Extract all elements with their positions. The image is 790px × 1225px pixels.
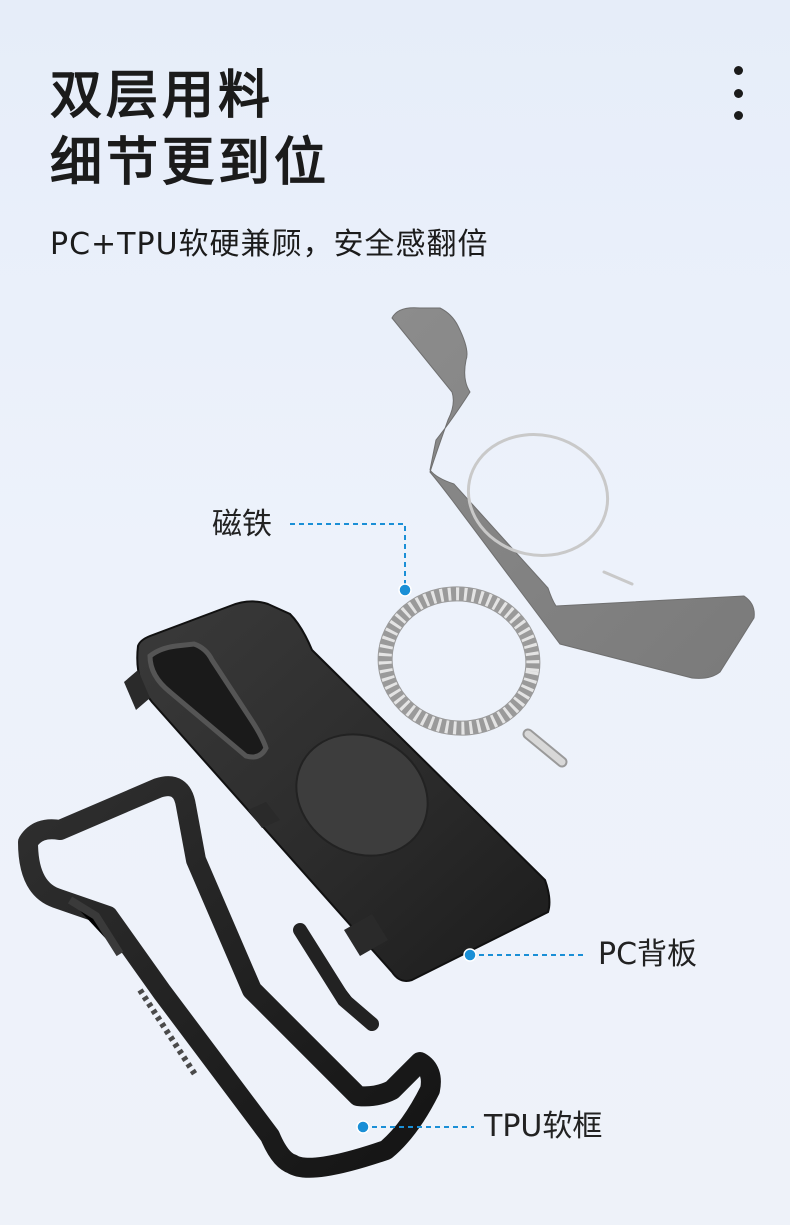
magnet-ring	[377, 586, 568, 768]
page-title-line-2: 细节更到位	[50, 133, 331, 193]
pc-back-label: PC背板	[598, 937, 698, 972]
tpu-frame-label: TPU软框	[484, 1109, 603, 1144]
magsafe-disc	[295, 733, 429, 857]
alignment-marking	[602, 570, 634, 586]
frame-edge	[293, 923, 379, 1031]
menu-dot	[733, 88, 743, 98]
callout-magnet	[290, 523, 412, 597]
callout-dot	[398, 583, 412, 597]
more-vertical-icon[interactable]	[726, 66, 750, 120]
magsafe-ring-marking	[466, 433, 610, 557]
side-button-cover	[67, 896, 124, 957]
menu-dot	[733, 111, 743, 120]
callout-dot	[463, 948, 477, 962]
grip-texture	[137, 988, 199, 1078]
callout-dot	[356, 1120, 370, 1134]
tpu-bumper-frame	[18, 776, 441, 1178]
magnet-label: 磁铁	[212, 507, 272, 542]
shell-clip	[124, 670, 150, 710]
menu-dot	[733, 66, 743, 75]
callout-tpu-frame	[356, 1120, 474, 1134]
metal-plate	[391, 307, 755, 679]
pc-back-shell	[124, 600, 551, 982]
camera-cutout	[147, 641, 269, 760]
page-subtitle: PC+TPU软硬兼顾，安全感翻倍	[50, 227, 489, 262]
page-title-line-1: 双层用料	[50, 66, 275, 126]
shell-clip	[248, 802, 280, 828]
callout-pc-back	[463, 948, 585, 962]
shell-clip	[344, 914, 388, 956]
